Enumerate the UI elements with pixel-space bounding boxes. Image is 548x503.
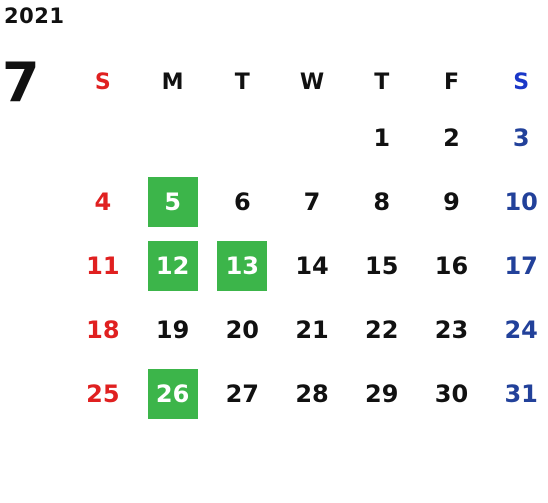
weekday-header-row: S M T W T F S (68, 58, 548, 106)
day-cell: 17 (486, 234, 548, 298)
day-cell: 28 (277, 362, 347, 426)
empty-day-cell (68, 106, 138, 170)
day-cell: 23 (417, 298, 487, 362)
day-number: 9 (443, 188, 460, 216)
day-cell: 18 (68, 298, 138, 362)
day-cell: 6 (207, 170, 277, 234)
month-number: 7 (2, 51, 40, 114)
highlighted-day: 26 (147, 369, 198, 419)
day-number: 19 (155, 316, 190, 344)
day-cell: 26 (138, 362, 208, 426)
day-cell: 5 (138, 170, 208, 234)
day-cell: 19 (138, 298, 208, 362)
empty-day-cell (277, 106, 347, 170)
calendar-week-row: 18 19 20 21 22 23 24 (68, 298, 548, 362)
day-cell: 10 (486, 170, 548, 234)
day-number: 10 (504, 188, 538, 216)
calendar-week-row: 11 12 13 14 15 16 17 (68, 234, 548, 298)
day-number: 3 (512, 124, 530, 152)
day-number: 7 (303, 188, 321, 216)
day-number: 21 (295, 316, 329, 344)
highlighted-day: 12 (147, 241, 198, 291)
day-cell: 29 (347, 362, 417, 426)
day-number: 2 (443, 124, 460, 152)
day-number: 30 (434, 380, 469, 408)
calendar-week-row: 25 26 27 28 29 30 31 (68, 362, 548, 426)
year-label: 2021 (4, 4, 65, 28)
day-cell: 24 (486, 298, 548, 362)
day-number: 22 (365, 316, 399, 344)
day-number: 28 (295, 380, 329, 408)
day-number: 31 (504, 380, 538, 408)
calendar-week-row: 1 2 3 (68, 106, 548, 170)
day-number: 18 (86, 316, 120, 344)
day-cell: 30 (417, 362, 487, 426)
day-number: 27 (225, 380, 259, 408)
day-number: 8 (373, 188, 391, 216)
weekday-tuesday: T (234, 69, 250, 95)
day-cell: 22 (347, 298, 417, 362)
weekday-thursday: T (374, 69, 390, 95)
day-number: 24 (504, 316, 538, 344)
day-number: 16 (434, 252, 469, 280)
day-cell: 12 (138, 234, 208, 298)
day-cell: 1 (347, 106, 417, 170)
day-cell: 3 (486, 106, 548, 170)
day-number: 4 (94, 188, 112, 216)
day-number: 20 (225, 316, 259, 344)
day-number: 15 (365, 252, 399, 280)
day-number: 23 (434, 316, 469, 344)
day-number: 17 (504, 252, 538, 280)
highlighted-day: 13 (217, 241, 268, 291)
day-cell: 4 (68, 170, 138, 234)
day-number: 14 (295, 252, 329, 280)
calendar-week-row: 4 5 6 7 8 9 10 (68, 170, 548, 234)
day-cell: 25 (68, 362, 138, 426)
day-cell: 15 (347, 234, 417, 298)
day-number: 1 (373, 124, 391, 152)
day-cell: 31 (486, 362, 548, 426)
day-cell: 14 (277, 234, 347, 298)
day-cell: 2 (417, 106, 487, 170)
weekday-saturday: S (513, 69, 530, 95)
day-cell: 11 (68, 234, 138, 298)
weekday-wednesday: W (299, 69, 325, 95)
weekday-friday: F (443, 69, 459, 95)
day-cell: 7 (277, 170, 347, 234)
day-cell: 8 (347, 170, 417, 234)
day-number: 25 (86, 380, 120, 408)
day-cell: 13 (207, 234, 277, 298)
day-number: 29 (365, 380, 399, 408)
empty-day-cell (207, 106, 277, 170)
day-cell: 20 (207, 298, 277, 362)
day-cell: 21 (277, 298, 347, 362)
weekday-monday: M (161, 69, 184, 95)
day-number: 11 (86, 252, 120, 280)
day-cell: 9 (417, 170, 487, 234)
highlighted-day: 5 (147, 177, 198, 227)
weekday-sunday: S (94, 69, 111, 95)
day-number: 6 (233, 188, 251, 216)
day-cell: 16 (417, 234, 487, 298)
day-cell: 27 (207, 362, 277, 426)
empty-day-cell (138, 106, 208, 170)
